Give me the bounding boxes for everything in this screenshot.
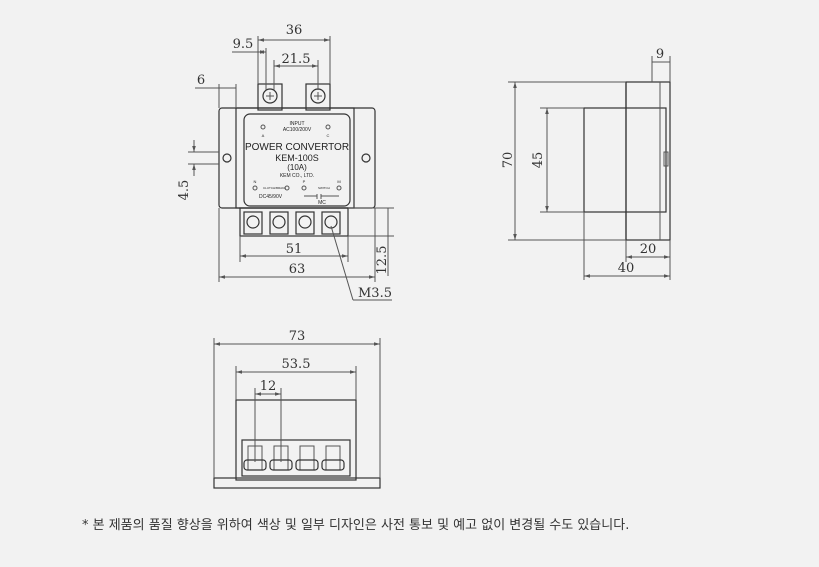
mc-label: MC	[318, 200, 326, 206]
model-number: KEM-100S	[275, 153, 319, 163]
screw-icon	[298, 215, 312, 229]
terminal-n-label: N	[254, 179, 257, 184]
output-spec: DC45/90V	[259, 194, 283, 200]
dim-51: 51	[286, 242, 303, 257]
footnote: * 본 제품의 품질 향상을 위하여 색상 및 일부 디자인은 사전 통보 및 …	[82, 518, 630, 533]
maker: KEM CO., LTD.	[280, 173, 314, 179]
screw-icon	[246, 215, 260, 229]
terminal-a-label: A	[262, 133, 265, 138]
dim-12: 12	[260, 379, 277, 394]
input-spec: AC100/200V	[283, 127, 312, 133]
bottom-mounting-plate	[213, 477, 381, 489]
nameplate	[243, 113, 351, 207]
bottom-body	[235, 399, 357, 481]
mount-hole-right	[361, 153, 371, 163]
dim-4-5: 4.5	[177, 180, 192, 201]
input-terminal-a	[257, 83, 283, 111]
dim-53-5: 53.5	[282, 357, 311, 372]
rating: (10A)	[287, 163, 307, 172]
input-label: INPUT	[290, 121, 305, 127]
dim-70: 70	[501, 152, 516, 169]
screw-icon	[272, 215, 286, 229]
dim-12-5: 12.5	[375, 246, 390, 275]
screw-icon	[324, 215, 338, 229]
side-body	[583, 107, 667, 213]
dim-20: 20	[640, 242, 657, 257]
left-sub-label: CLUTCH/BRAKE	[263, 186, 286, 190]
dim-36: 36	[286, 23, 303, 38]
terminal-p-label: P	[303, 179, 306, 184]
bottom-terminal-block	[241, 439, 351, 477]
terminal-m-label: M	[337, 179, 340, 184]
dim-9-5: 9.5	[233, 37, 254, 52]
product-title: POWER CONVERTOR	[245, 142, 349, 153]
screw-size-label: M3.5	[358, 286, 392, 301]
output-terminals	[239, 207, 349, 237]
terminal-c-label: C	[327, 133, 330, 138]
bottom-view: 73 53.5 12	[213, 329, 381, 489]
side-view: 9 70 45 20 40	[501, 47, 671, 280]
front-view: INPUT AC100/200V A C POWER CONVERTOR KEM…	[177, 23, 394, 301]
terminal-tabs	[243, 445, 345, 471]
screw-icon	[262, 88, 278, 104]
dim-40: 40	[618, 261, 635, 276]
dim-9: 9	[656, 47, 664, 62]
dim-63: 63	[289, 262, 306, 277]
side-mounting-plate	[625, 81, 671, 241]
dim-6: 6	[197, 73, 205, 88]
right-sub-label: SWITCH	[318, 186, 330, 190]
mount-hole-left	[222, 153, 232, 163]
dim-45: 45	[531, 152, 546, 169]
dim-21-5: 21.5	[282, 52, 311, 67]
dim-73: 73	[289, 329, 306, 344]
